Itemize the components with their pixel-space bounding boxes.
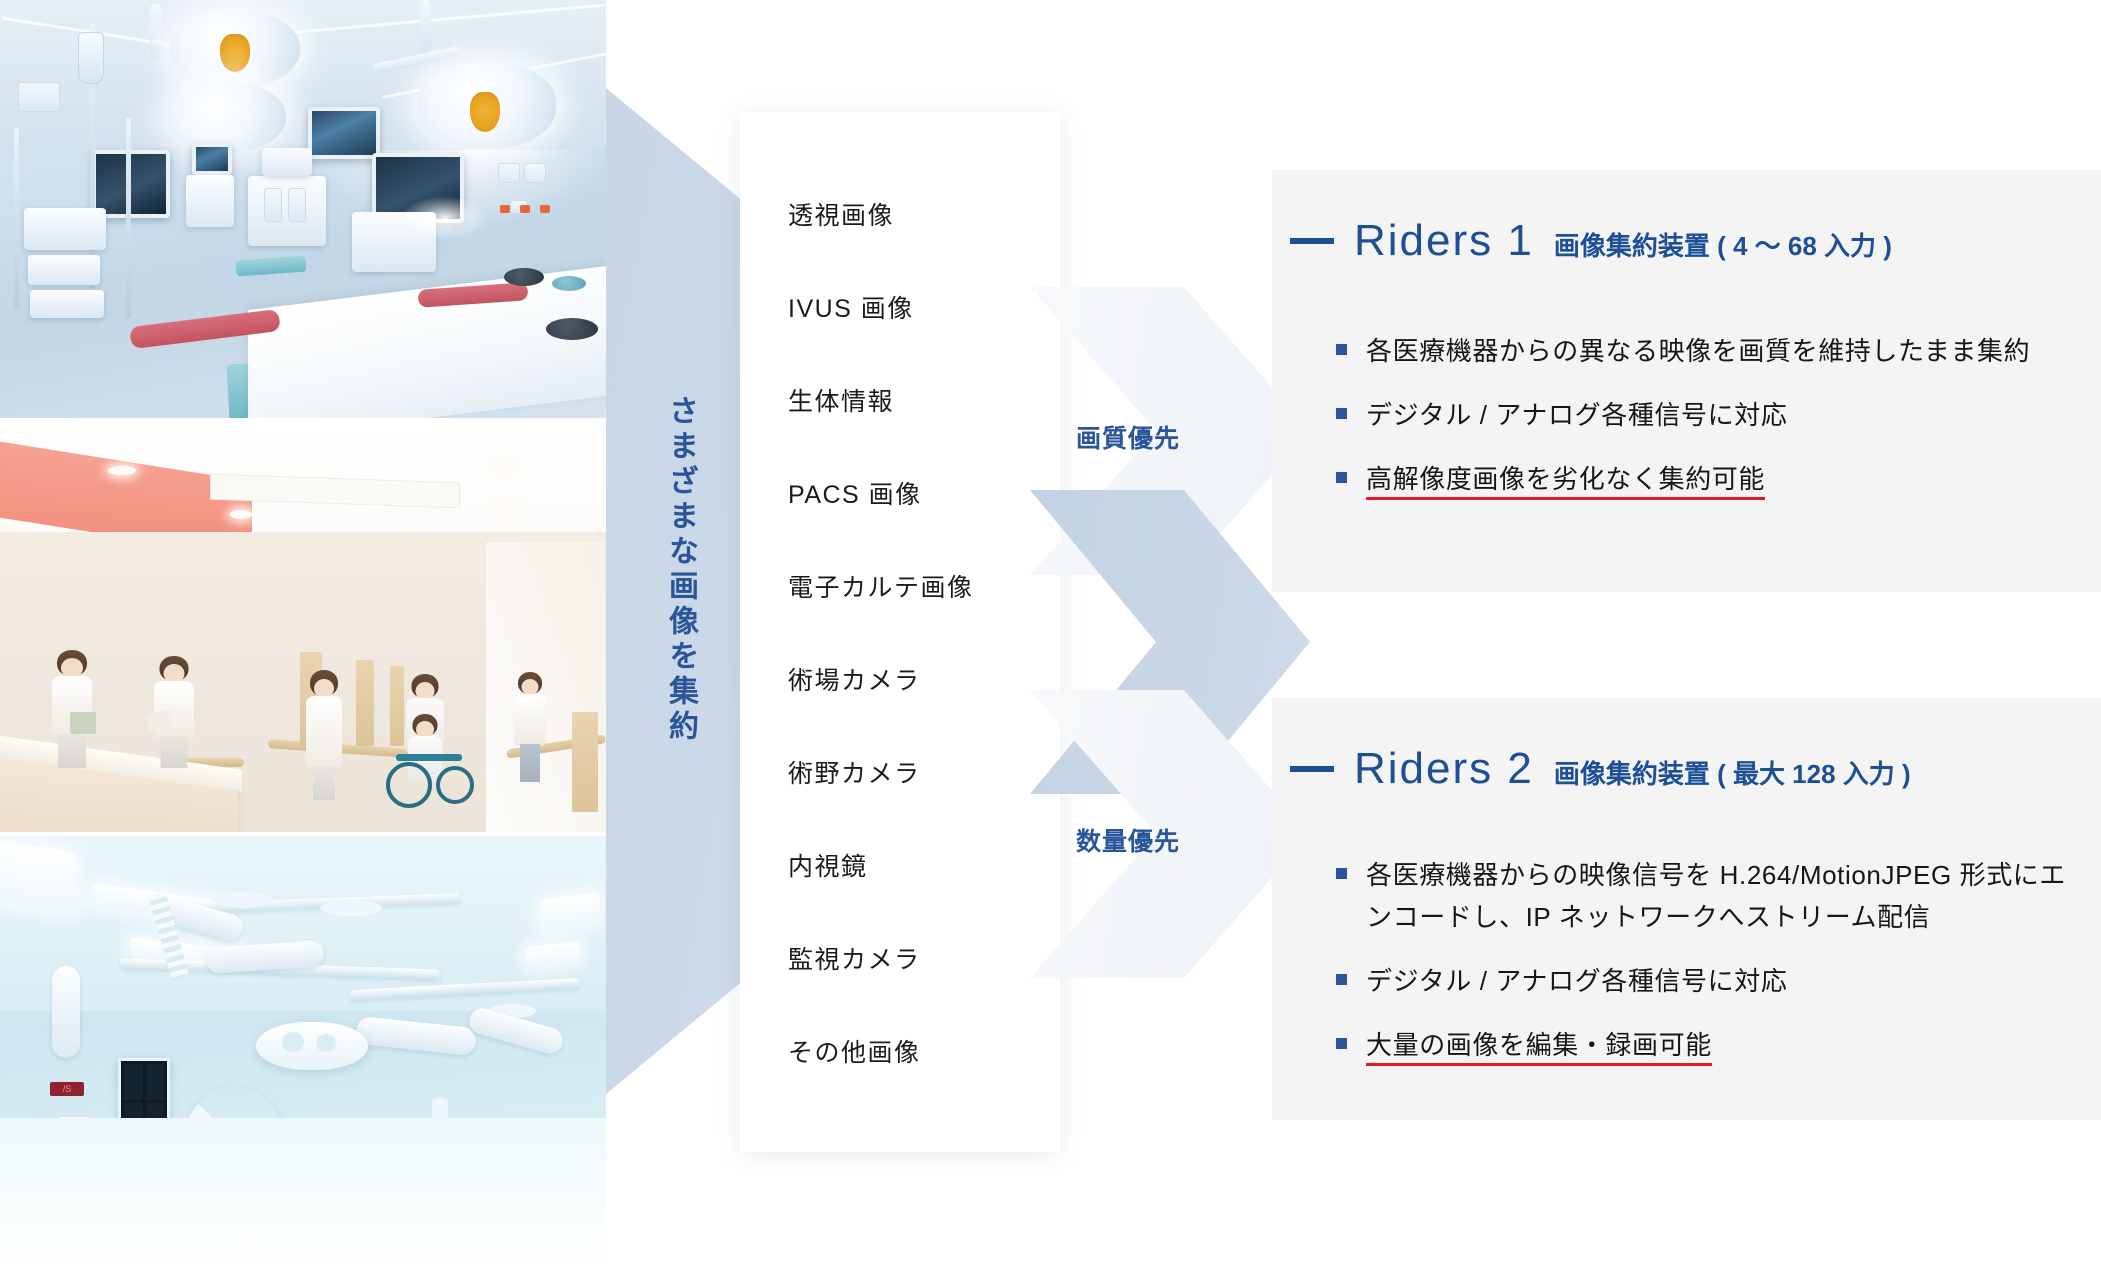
list-item: 電子カルテ画像 — [788, 574, 974, 602]
list-item: 監視カメラ — [788, 946, 921, 974]
bullet-item: 大量の画像を編集・録画可能 — [1336, 1024, 2076, 1067]
image-source-list-card: 透視画像 IVUS 画像 生体情報 PACS 画像 電子カルテ画像 術場カメラ … — [740, 112, 1060, 1152]
product-subtitle: 画像集約装置 ( 4 〜 68 入力 ) — [1553, 231, 1892, 261]
person-doctor — [146, 656, 196, 768]
product-heading-riders2: Riders 2 画像集約装置 ( 最大 128 入力 ) — [1290, 744, 1911, 794]
bullet-item: 各医療機器からの映像信号を H.264/MotionJPEG 形式にエンコードし… — [1336, 854, 2076, 938]
list-item: 内視鏡 — [788, 853, 868, 881]
bullet-item: 各医療機器からの異なる映像を画質を維持したまま集約 — [1336, 330, 2076, 372]
dash-icon — [1290, 766, 1334, 772]
product-title: Riders 1 — [1354, 216, 1534, 265]
list-item: 透視画像 — [788, 202, 895, 230]
operating-room-photo — [0, 0, 606, 418]
product-bullets-riders1: 各医療機器からの異なる映像を画質を維持したまま集約 デジタル / アナログ各種信… — [1336, 330, 2076, 522]
product-bullets-riders2: 各医療機器からの映像信号を H.264/MotionJPEG 形式にエンコードし… — [1336, 854, 2076, 1088]
hospital-corridor-photo — [0, 422, 606, 832]
bullet-item: デジタル / アナログ各種信号に対応 — [1336, 394, 2076, 436]
product-title: Riders 2 — [1354, 744, 1534, 793]
list-item: 術野カメラ — [788, 760, 921, 788]
list-item: 術場カメラ — [788, 667, 921, 695]
list-item: IVUS 画像 — [788, 295, 914, 323]
product-card-riders1: Riders 1 画像集約装置 ( 4 〜 68 入力 ) 各医療機器からの異な… — [1272, 170, 2101, 592]
bullet-item: 高解像度画像を劣化なく集約可能 — [1336, 458, 2076, 501]
dash-icon — [1290, 238, 1334, 244]
person-nurse — [303, 670, 345, 802]
photo-column: /S — [0, 0, 606, 1268]
list-item: PACS 画像 — [788, 481, 922, 509]
product-subtitle: 画像集約装置 ( 最大 128 入力 ) — [1553, 759, 1911, 789]
product-heading-riders1: Riders 1 画像集約装置 ( 4 〜 68 入力 ) — [1290, 216, 1892, 266]
person-staff-far — [512, 672, 548, 784]
arrow-label-quality-priority: 画質優先 — [1076, 425, 1181, 453]
bullet-item: デジタル / アナログ各種信号に対応 — [1336, 960, 2076, 1002]
person-staff — [50, 650, 96, 768]
product-card-riders2: Riders 2 画像集約装置 ( 最大 128 入力 ) 各医療機器からの映像… — [1272, 698, 2101, 1120]
image-source-list: 透視画像 IVUS 画像 生体情報 PACS 画像 電子カルテ画像 術場カメラ … — [788, 170, 1048, 1100]
list-item: 生体情報 — [788, 388, 895, 416]
list-item: その他画像 — [788, 1039, 921, 1067]
trapezoid-label: さまざまな画像を集約 — [664, 395, 697, 745]
arrow-label-quantity-priority: 数量優先 — [1076, 828, 1181, 856]
hybrid-operating-room-photo: /S — [0, 836, 606, 1268]
